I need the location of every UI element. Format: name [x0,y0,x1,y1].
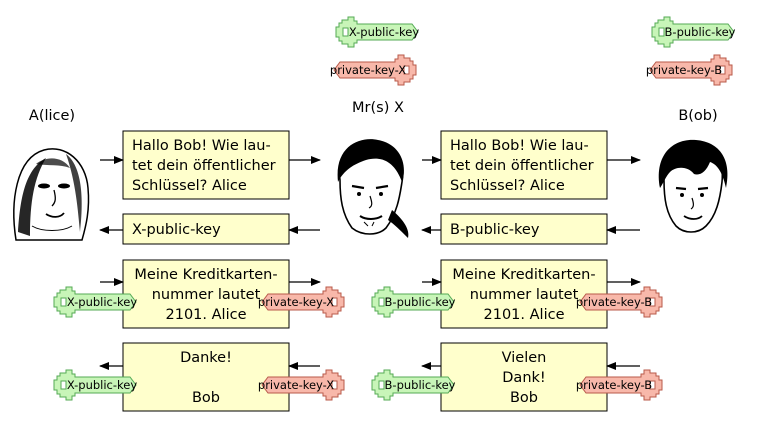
key-icon: B-public-key [651,16,736,48]
message-text-line: Bob [510,390,538,406]
man-face-icon [337,139,409,238]
message-text-line: nummer lautet [470,287,579,303]
key-icon: private-key-B [646,54,733,86]
message-box: Hallo Bob! Wie lau-tet dein öffentlicher… [440,130,608,200]
message-box: Meine Kreditkarten-nummer lautet 2101. Al… [440,259,608,329]
message-text-line: Vielen [502,350,547,366]
message-text-line: B-public-key [450,222,540,238]
message-text-line: Danke! [180,350,232,366]
key-icon: X-public-key [53,286,138,318]
key-icon: X-public-key [53,369,138,401]
message-text-line: Hallo Bob! Wie lau- [132,138,271,154]
key-label: private-key-B [576,295,652,309]
key-icon: private-key-X [258,286,345,318]
message-text-line: Schlüssel? Alice [132,178,247,194]
man-face-icon [658,139,728,233]
participant-label-bob: B(ob) [678,108,717,124]
key-label: private-key-B [646,63,722,77]
message-text-line: 2101. Alice [166,307,247,323]
message-text-line: Dank! [502,370,545,386]
message-text-line: Bob [192,390,220,406]
key-icon: private-key-B [576,286,663,318]
key-label: private-key-X [258,295,334,309]
participant-label-alice: A(lice) [29,108,75,124]
key-icon: B-public-key [371,369,456,401]
key-label: private-key-B [576,378,652,392]
message-box: Hallo Bob! Wie lau-tet dein öffentlicher… [122,130,290,200]
key-label: B-public-key [385,378,456,392]
message-text-line: Meine Kreditkarten- [134,267,277,283]
message-text-line: Meine Kreditkarten- [452,267,595,283]
message-box: Meine Kreditkarten-nummer lautet 2101. Al… [122,259,290,329]
key-icon: private-key-X [258,369,345,401]
key-label: X-public-key [349,25,420,39]
message-text-line: tet dein öffentlicher [132,158,276,174]
message-text-line: nummer lautet [152,287,261,303]
message-text-line: Hallo Bob! Wie lau- [450,138,589,154]
key-label: private-key-X [258,378,334,392]
key-icon: X-public-key [335,16,420,48]
key-label: X-public-key [67,295,138,309]
key-label: X-public-key [67,378,138,392]
key-label: private-key-X [330,63,406,77]
message-text-line: X-public-key [132,222,221,238]
key-icon: B-public-key [371,286,456,318]
message-box: X-public-key [122,213,290,245]
message-text-line: Schlüssel? Alice [450,178,565,194]
message-text-line: tet dein öffentlicher [450,158,594,174]
message-box: B-public-key [440,213,608,245]
key-icon: private-key-B [576,369,663,401]
key-label: B-public-key [385,295,456,309]
message-box: Danke! Bob [122,342,290,412]
key-label: B-public-key [665,25,736,39]
woman-face-icon [13,148,90,241]
key-icon: private-key-X [330,54,417,86]
participant-label-mrx: Mr(s) X [352,100,404,116]
message-text-line: 2101. Alice [484,307,565,323]
